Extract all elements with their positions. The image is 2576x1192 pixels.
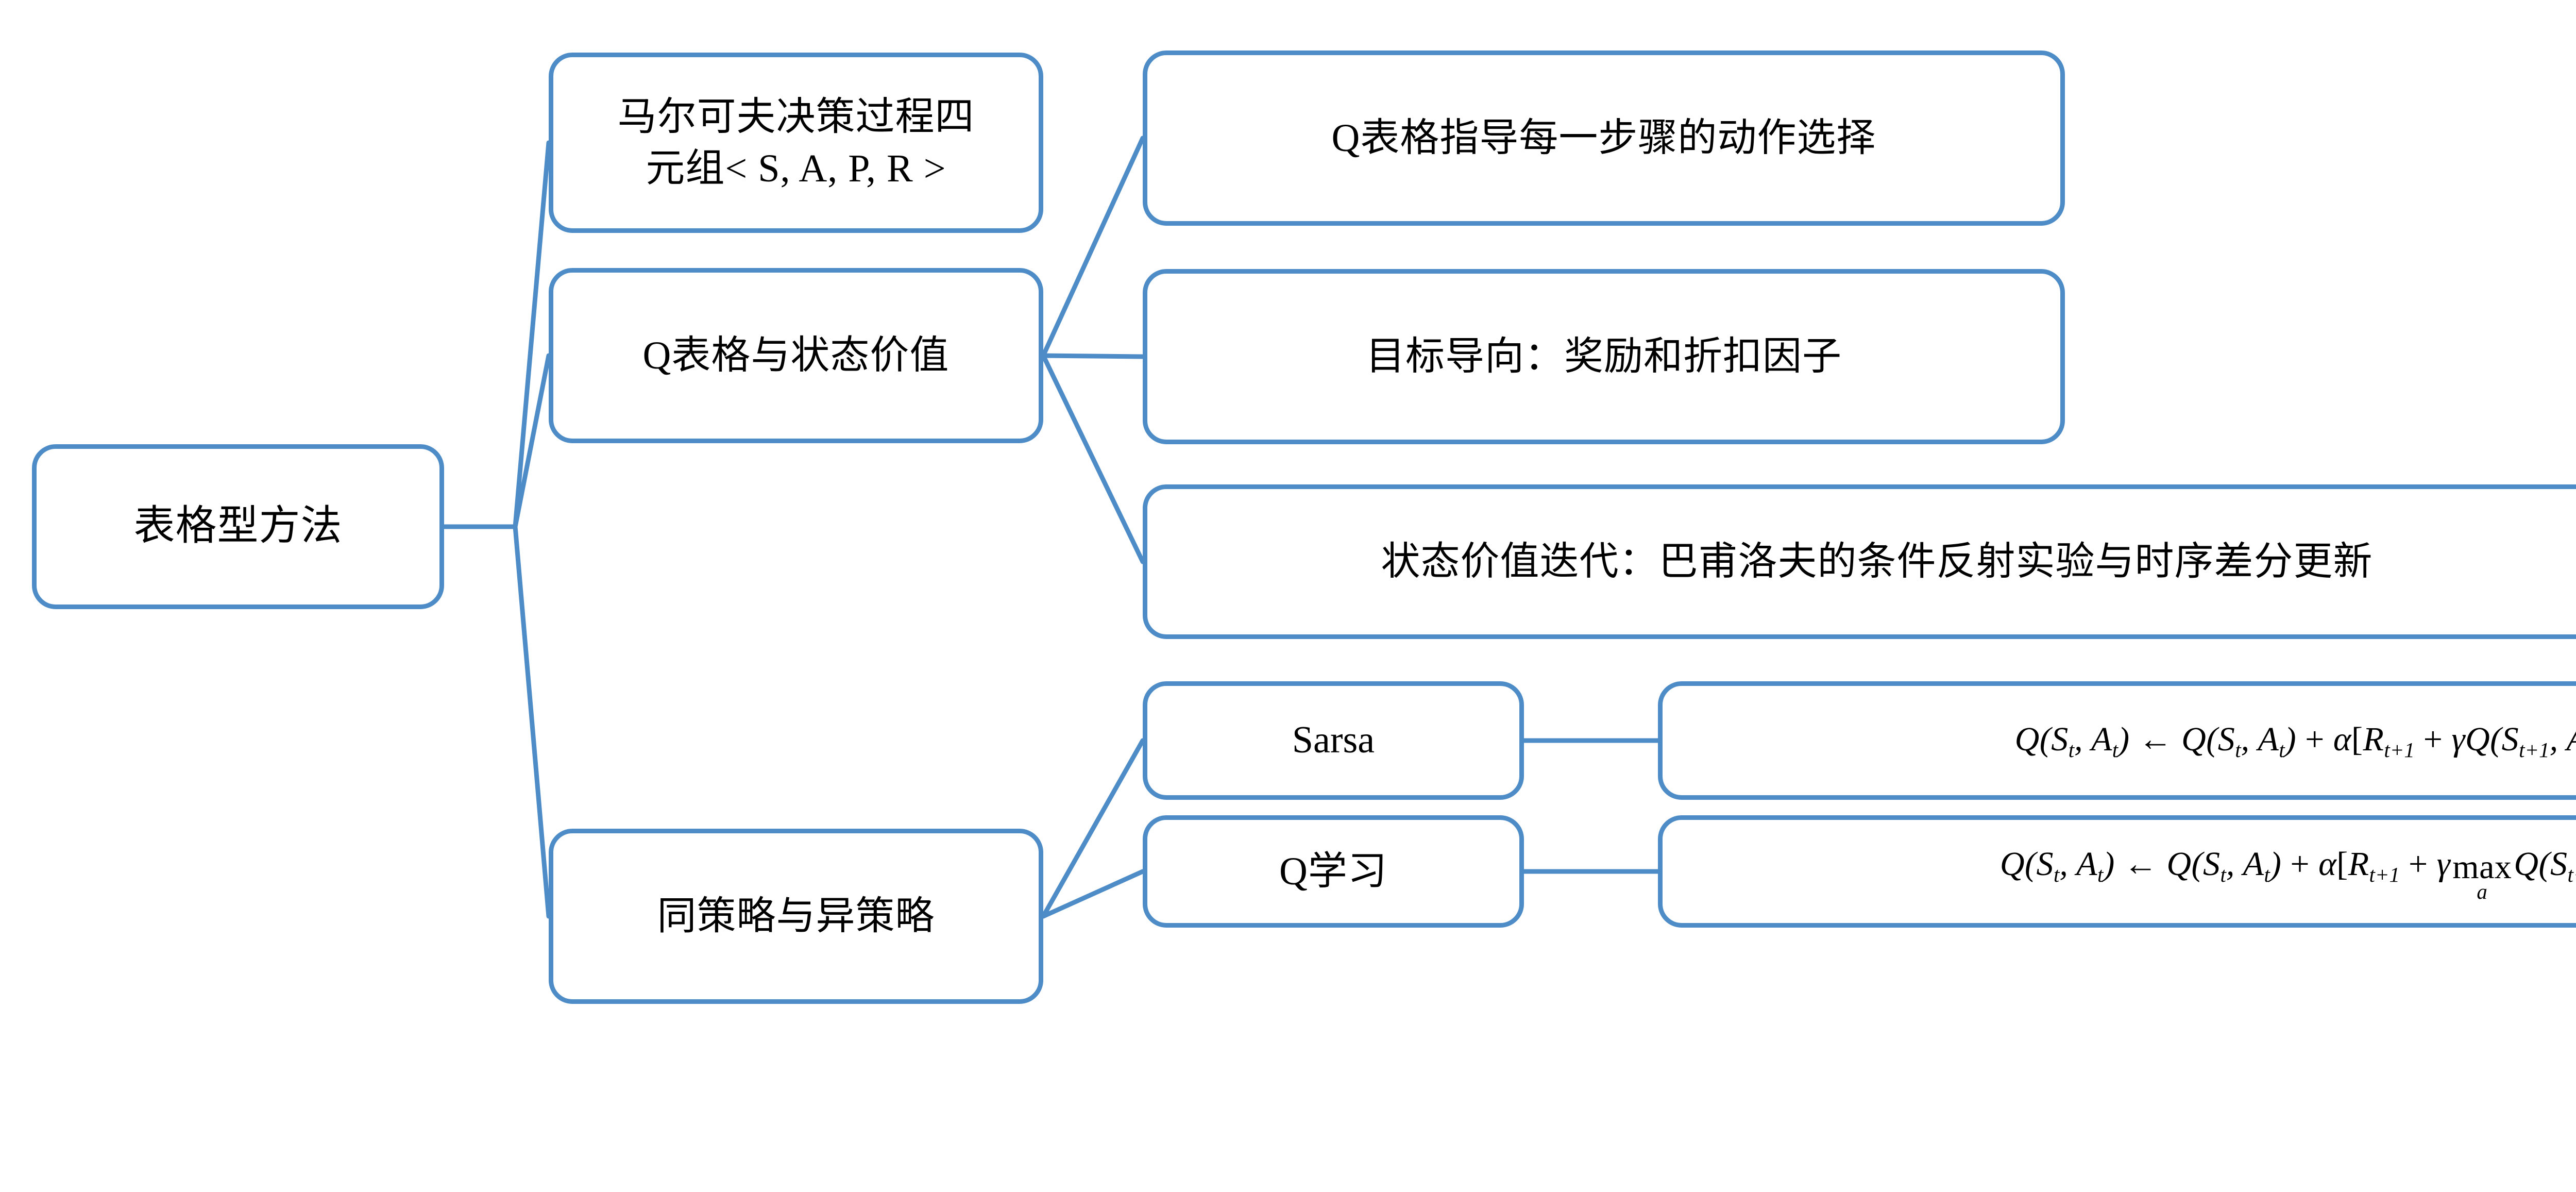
edge-root-to-qtable (442, 353, 551, 529)
node-mdp-label: 马尔可夫决策过程四 元组< S, A, P, R > (617, 95, 975, 190)
node-q-table-and-state-value[interactable]: Q表格与状态价值 (549, 268, 1043, 443)
node-qlearning-label: Q学习 (1279, 849, 1387, 893)
edge-qtable-to-qguide (1041, 136, 1145, 358)
node-q-table-guides-action-selection[interactable]: Q表格指导每一步骤的动作选择 (1143, 51, 2065, 226)
node-root-label: 表格型方法 (133, 503, 343, 549)
node-onoff-label: 同策略与异策略 (657, 894, 935, 938)
node-mdp-tuple[interactable]: 马尔可夫决策过程四 元组< S, A, P, R > (549, 53, 1043, 233)
node-on-policy-off-policy[interactable]: 同策略与异策略 (549, 829, 1043, 1004)
node-qtable-label: Q表格与状态价值 (642, 333, 950, 377)
edge-qtable-to-valueiter (1041, 353, 1145, 564)
sarsa-formula-expression: Q(St, At) ← Q(St, At) + α[Rt+1 + γQ(St+1… (2014, 720, 2576, 762)
edge-root-to-mdp (442, 140, 551, 529)
edge-onoff-to-sarsa (1041, 738, 1145, 919)
node-goal-oriented-reward-discount[interactable]: 目标导向：奖励和折扣因子 (1143, 269, 2065, 444)
node-sarsa[interactable]: Sarsa (1143, 681, 1524, 800)
node-goal-label: 目标导向：奖励和折扣因子 (1366, 334, 1842, 378)
edge-onoff-to-qlearning (1041, 869, 1145, 919)
edge-qtable-to-goal (1041, 353, 1145, 359)
edge-root-to-onoff (442, 524, 551, 919)
node-valueiter-label: 状态价值迭代：巴甫洛夫的条件反射实验与时序差分更新 (1381, 540, 2373, 583)
node-sarsa-label: Sarsa (1292, 719, 1375, 762)
node-root-tabular-methods[interactable]: 表格型方法 (32, 444, 444, 609)
node-qguide-label: Q表格指导每一步骤的动作选择 (1331, 116, 1876, 160)
node-q-learning[interactable]: Q学习 (1143, 815, 1524, 928)
node-state-value-iteration-pavlov-td[interactable]: 状态价值迭代：巴甫洛夫的条件反射实验与时序差分更新 (1143, 484, 2576, 639)
node-sarsa-update-formula[interactable]: Q(St, At) ← Q(St, At) + α[Rt+1 + γQ(St+1… (1658, 681, 2576, 800)
